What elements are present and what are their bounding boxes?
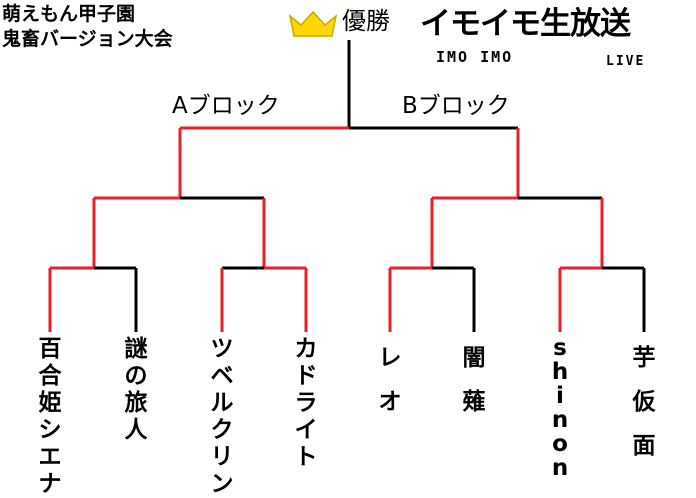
block-b-label: Bブロック [402, 93, 510, 119]
logo-sub-left: IMO IMO [436, 48, 514, 66]
champion-label: 優勝 [342, 7, 390, 35]
tournament-title-line1: 萌えもん甲子園 [2, 3, 136, 25]
logo-main-text: イモイモ生放送 [420, 6, 631, 42]
player-name-6: 闇薙 [462, 345, 486, 415]
player-name-5: レオ [378, 345, 402, 415]
tournament-title-line2: 鬼畜バージョン大会 [2, 28, 173, 50]
crown-icon [288, 10, 338, 37]
logo-sub-right: LIVE [606, 54, 646, 69]
bracket-lines [48, 40, 646, 332]
player-name-3: ツベルクリン [210, 336, 234, 497]
player-name-2: 謎の旅人 [124, 336, 148, 443]
block-a-label: Aブロック [172, 93, 280, 119]
player-name-4: カドライト [294, 336, 318, 470]
stream-logo: イモイモ生放送 IMO IMO LIVE [420, 4, 696, 76]
player-name-1: 百合姫シエナ [38, 336, 62, 497]
tournament-bracket: 萌えもん甲子園 鬼畜バージョン大会 優勝 イモイモ生放送 IMO IMO LIV… [2, 3, 696, 497]
player-name-8: 芋仮面 [632, 345, 656, 459]
